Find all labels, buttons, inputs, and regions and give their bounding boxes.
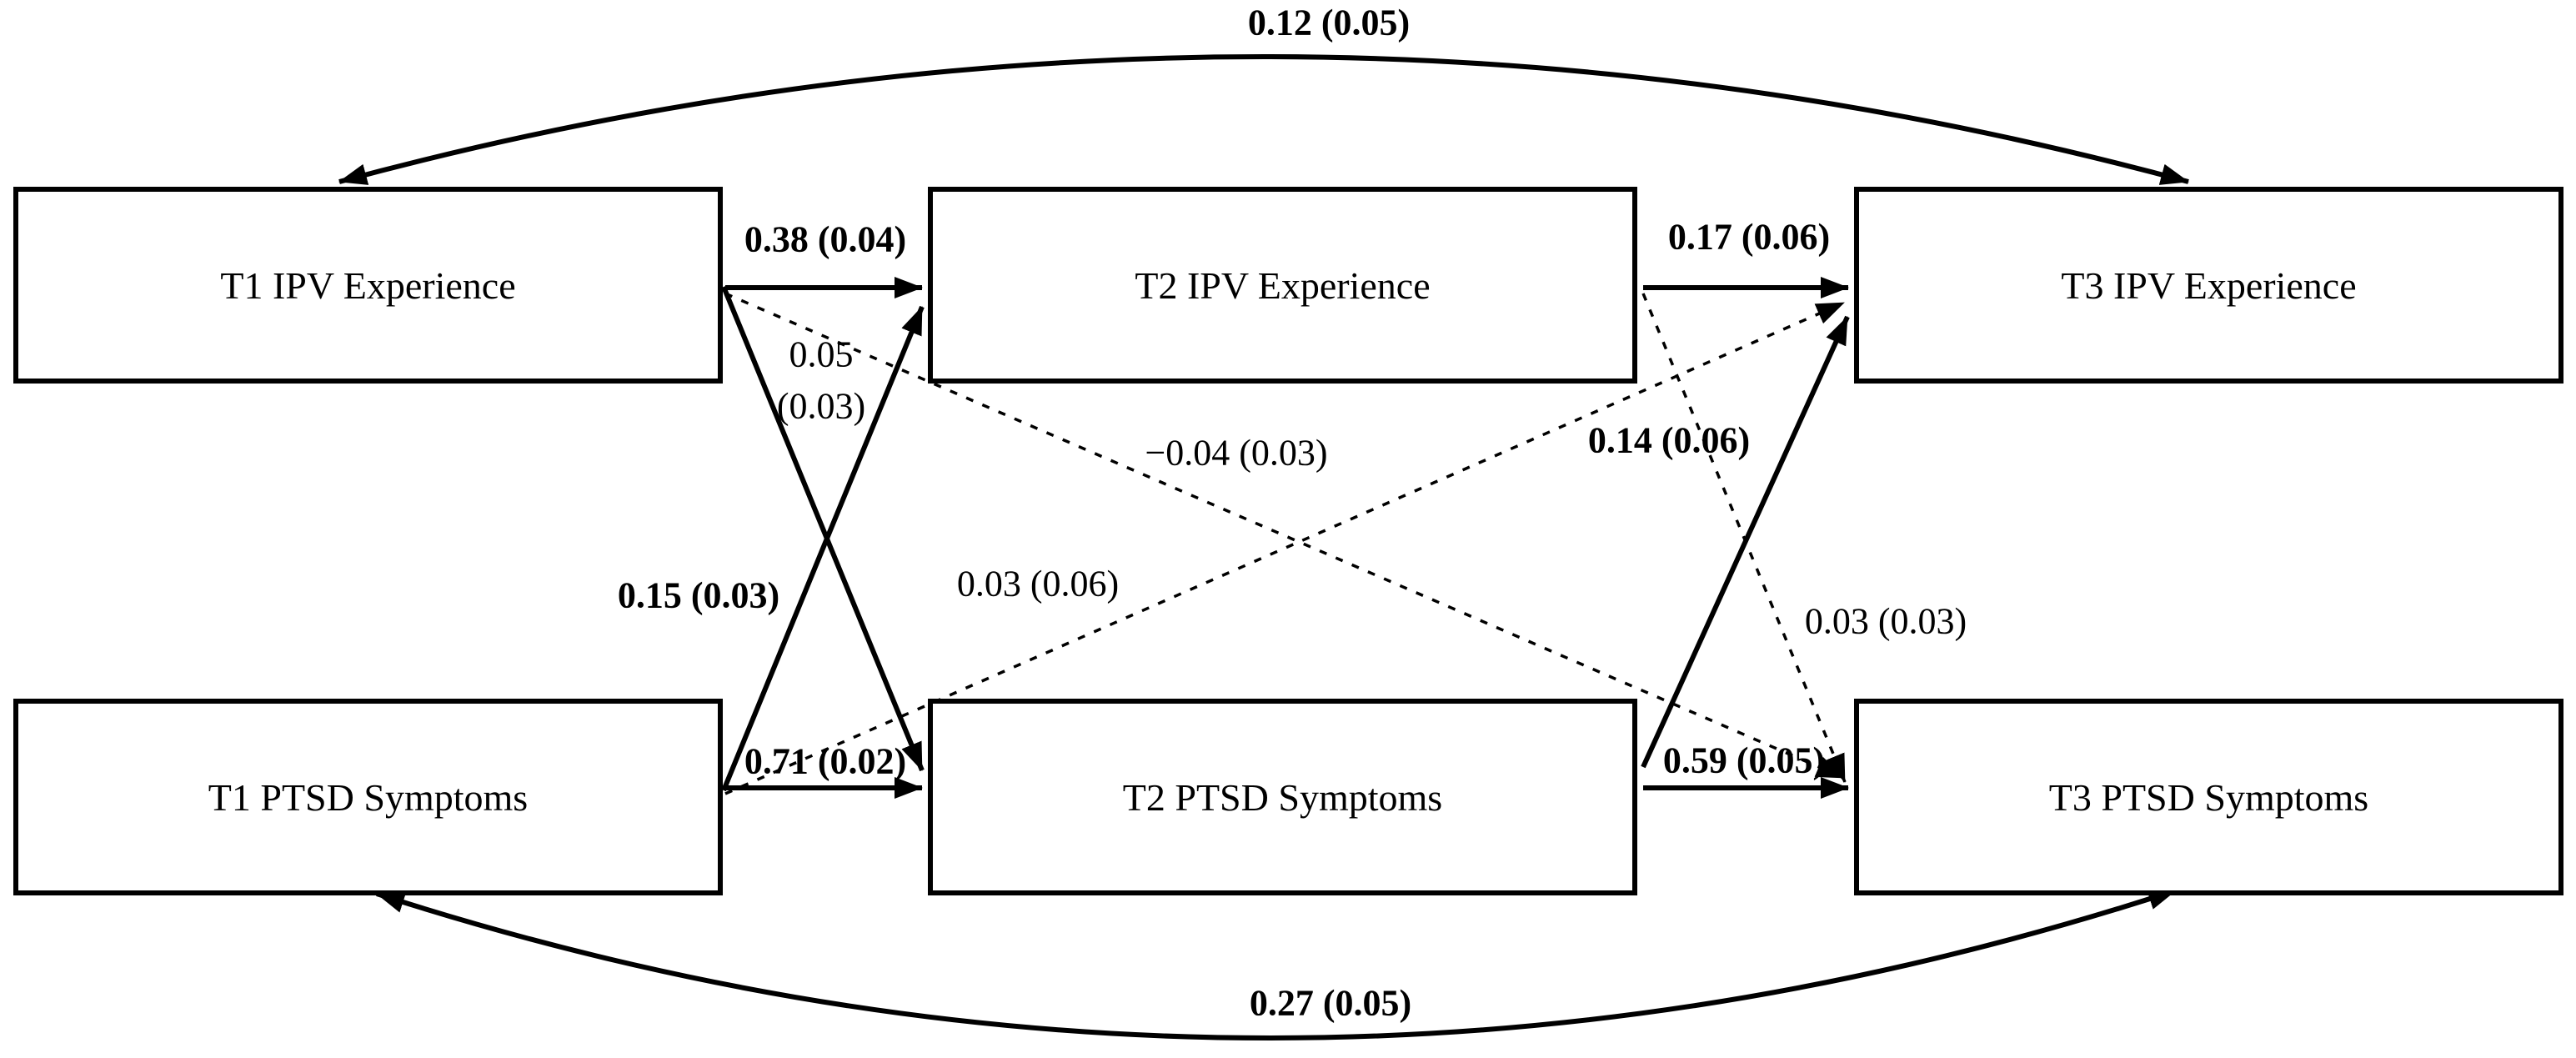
arrow-t2ipv-t3ptsd-dashed [1641,293,1847,783]
box-t3-ptsd: T3 PTSD Symptoms [1854,699,2563,895]
arrow-t1ptsd-t3ipv-dashed [724,301,1845,795]
box-t2-ptsd-label: T2 PTSD Symptoms [1122,775,1443,819]
coef-cl-ptsd1-ipv2: 0.15 (0.03) [617,574,780,616]
arc-t1ipv-t3ipv [338,54,2189,185]
box-t3-ptsd-label: T3 PTSD Symptoms [2048,775,2369,819]
coef-ar-ipv-t2-t3: 0.17 (0.06) [1667,216,1831,258]
coef-cl-ipv1-ptsd2-se: (0.03) [776,385,866,426]
coef-cl-ipv1-ptsd2: 0.05 (0.03) [777,328,865,431]
arrow-t1ipv-t2ptsd [721,285,925,772]
coef-cl-ipv1-ptsd2-estimate: 0.05 [789,333,854,375]
coef-cov-ipv1-ipv3: 0.12 (0.05) [1247,2,1411,43]
box-t3-ipv-label: T3 IPV Experience [2061,263,2357,307]
coef-lag2-ptsd1-ipv3: 0.03 (0.06) [956,563,1120,604]
box-t1-ipv-label: T1 IPV Experience [220,263,516,307]
box-t1-ipv: T1 IPV Experience [13,187,723,384]
arc-t1ptsd-t3ptsd [376,888,2177,1040]
arrow-t1ipv-t3ptsd-dashed [724,292,1845,780]
box-t1-ptsd-label: T1 PTSD Symptoms [208,775,529,819]
coef-cov-ptsd1-ptsd3: 0.27 (0.05) [1249,982,1412,1024]
coef-ar-ptsd-t1-t2: 0.71 (0.02) [744,740,907,782]
box-t2-ipv: T2 IPV Experience [928,187,1637,384]
box-t3-ipv: T3 IPV Experience [1854,187,2563,384]
coef-lag2-ipv1-ptsd3: −0.04 (0.03) [1145,432,1328,474]
arrow-t1ptsd-t2ipv [721,305,925,792]
box-t1-ptsd: T1 PTSD Symptoms [13,699,723,895]
coef-cl-ipv2-ptsd3: 0.03 (0.03) [1804,600,1967,642]
coef-ar-ipv-t1-t2: 0.38 (0.04) [744,218,907,260]
box-t2-ptsd: T2 PTSD Symptoms [928,699,1637,895]
box-t2-ipv-label: T2 IPV Experience [1135,263,1431,307]
coef-cl-ptsd2-ipv3: 0.14 (0.06) [1587,419,1751,461]
coef-ar-ptsd-t2-t3: 0.59 (0.05) [1662,740,1826,781]
